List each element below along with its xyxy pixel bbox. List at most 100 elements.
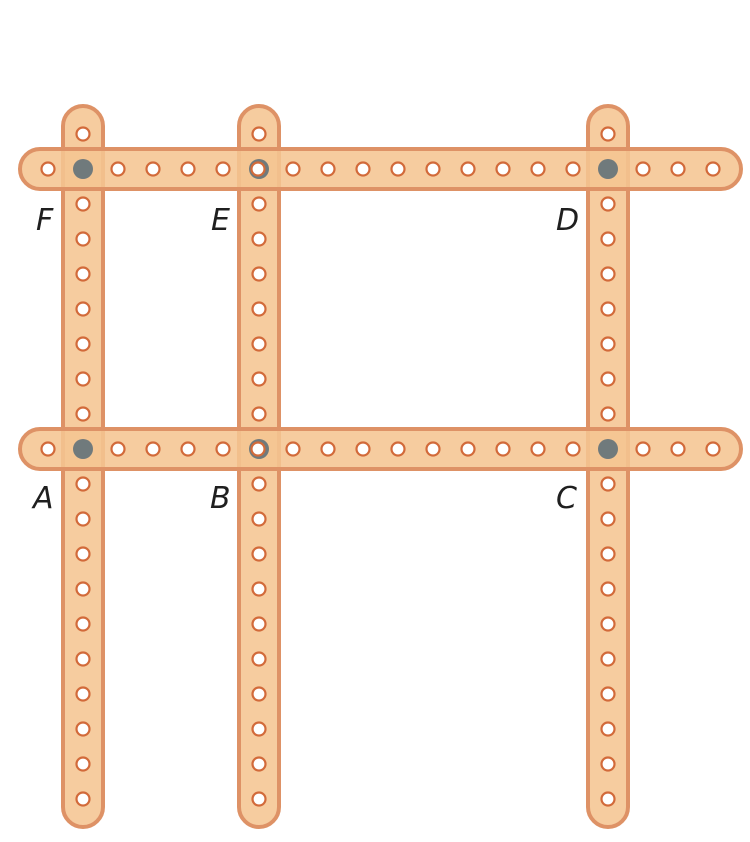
hole bbox=[251, 371, 267, 387]
hole bbox=[75, 406, 91, 422]
label-A: A bbox=[31, 481, 54, 516]
hole bbox=[600, 756, 616, 772]
hole bbox=[600, 196, 616, 212]
hole bbox=[215, 161, 231, 177]
hole bbox=[75, 266, 91, 282]
hole bbox=[460, 441, 476, 457]
hole bbox=[530, 161, 546, 177]
hole bbox=[600, 581, 616, 597]
hole bbox=[250, 441, 266, 457]
hole bbox=[600, 651, 616, 667]
label-F: F bbox=[36, 203, 54, 238]
hole bbox=[75, 301, 91, 317]
hole bbox=[285, 441, 301, 457]
hole bbox=[251, 686, 267, 702]
hole bbox=[251, 581, 267, 597]
hole bbox=[215, 441, 231, 457]
joint bbox=[598, 159, 618, 179]
hole bbox=[600, 476, 616, 492]
hole bbox=[251, 651, 267, 667]
hole bbox=[75, 126, 91, 142]
hole bbox=[251, 301, 267, 317]
hole bbox=[251, 511, 267, 527]
hole bbox=[635, 441, 651, 457]
hole bbox=[251, 266, 267, 282]
hole bbox=[40, 161, 56, 177]
hole bbox=[530, 441, 546, 457]
hole bbox=[495, 161, 511, 177]
hole bbox=[180, 441, 196, 457]
hole bbox=[355, 441, 371, 457]
hole bbox=[75, 476, 91, 492]
hole bbox=[251, 406, 267, 422]
hole bbox=[180, 161, 196, 177]
hole bbox=[495, 441, 511, 457]
strips bbox=[18, 104, 743, 829]
hole bbox=[75, 336, 91, 352]
hole bbox=[75, 721, 91, 737]
hole bbox=[600, 371, 616, 387]
holes bbox=[40, 126, 721, 807]
hole bbox=[390, 441, 406, 457]
hole bbox=[75, 196, 91, 212]
hole bbox=[250, 161, 266, 177]
hole bbox=[600, 301, 616, 317]
hole bbox=[320, 441, 336, 457]
hole bbox=[251, 616, 267, 632]
hole bbox=[600, 126, 616, 142]
hole bbox=[75, 546, 91, 562]
hole bbox=[600, 336, 616, 352]
hole bbox=[600, 721, 616, 737]
hole bbox=[75, 616, 91, 632]
joint bbox=[73, 439, 93, 459]
hole bbox=[600, 791, 616, 807]
horizontal-strip-1 bbox=[18, 147, 743, 191]
hole bbox=[565, 441, 581, 457]
joint bbox=[73, 159, 93, 179]
hole bbox=[390, 161, 406, 177]
label-E: E bbox=[211, 203, 230, 238]
point-labels: F E D A B C bbox=[31, 203, 579, 516]
hole bbox=[600, 546, 616, 562]
hole bbox=[600, 616, 616, 632]
hole bbox=[670, 161, 686, 177]
hole bbox=[110, 161, 126, 177]
joint bbox=[598, 439, 618, 459]
hole bbox=[251, 721, 267, 737]
hole bbox=[75, 686, 91, 702]
hole bbox=[75, 791, 91, 807]
label-C: C bbox=[556, 481, 577, 516]
hole bbox=[251, 546, 267, 562]
hole bbox=[251, 231, 267, 247]
hole bbox=[320, 161, 336, 177]
hole bbox=[75, 231, 91, 247]
hole bbox=[251, 791, 267, 807]
hole bbox=[670, 441, 686, 457]
hole bbox=[705, 441, 721, 457]
hole bbox=[75, 511, 91, 527]
hole bbox=[705, 161, 721, 177]
hole bbox=[75, 581, 91, 597]
hole bbox=[75, 756, 91, 772]
hole bbox=[110, 441, 126, 457]
hole bbox=[600, 511, 616, 527]
hole bbox=[600, 406, 616, 422]
hole bbox=[251, 126, 267, 142]
hole bbox=[600, 686, 616, 702]
hole bbox=[251, 196, 267, 212]
label-B: B bbox=[210, 481, 231, 516]
hole bbox=[75, 371, 91, 387]
hole bbox=[460, 161, 476, 177]
hole bbox=[145, 441, 161, 457]
hole bbox=[251, 336, 267, 352]
hole bbox=[285, 161, 301, 177]
hole bbox=[425, 441, 441, 457]
hole bbox=[145, 161, 161, 177]
hole bbox=[251, 476, 267, 492]
hole bbox=[635, 161, 651, 177]
hole bbox=[600, 266, 616, 282]
horizontal-strip-2 bbox=[18, 427, 743, 471]
hole bbox=[251, 756, 267, 772]
label-D: D bbox=[556, 203, 579, 238]
